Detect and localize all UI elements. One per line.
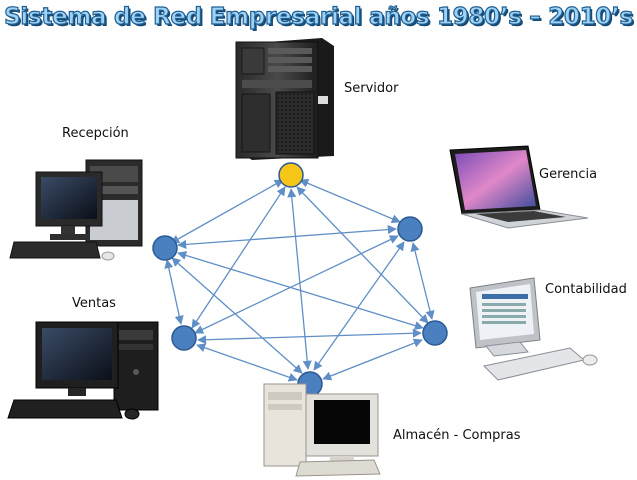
node-left-top <box>152 235 178 261</box>
tower-server-icon <box>235 38 334 160</box>
edge-server-left-bottom <box>191 186 286 329</box>
node-server <box>278 162 304 188</box>
edge-server-left-top <box>170 179 284 244</box>
sales-desktop-icon <box>7 321 159 420</box>
node-right-top <box>397 216 423 242</box>
laptop-icon <box>449 145 589 229</box>
label-sales: Ventas <box>72 296 116 311</box>
edge-left-top-bottom <box>171 257 303 374</box>
network-nodes <box>152 162 448 397</box>
label-warehouse: Almacén - Compras <box>393 428 521 443</box>
edge-right-bottom-bottom <box>322 338 423 381</box>
accounting-desktop-icon <box>469 277 598 381</box>
reception-desktop-icon <box>9 159 143 261</box>
diagram-title: Sistema de Red Empresarial años 1980’s –… <box>4 3 634 30</box>
edge-right-top-bottom <box>313 241 405 371</box>
edge-left-bottom-right-bottom <box>197 328 422 345</box>
label-management: Gerencia <box>539 167 598 182</box>
network-edges <box>164 178 435 382</box>
edge-left-top-right-bottom <box>177 251 424 330</box>
node-left-bottom <box>171 325 197 351</box>
label-accounting: Contabilidad <box>545 282 627 297</box>
edge-server-right-top <box>299 178 401 224</box>
edge-left-top-left-bottom <box>164 259 184 325</box>
edge-left-top-right-top <box>177 225 397 249</box>
warehouse-desktop-icon <box>263 383 381 477</box>
label-reception: Recepción <box>62 126 129 141</box>
label-server: Servidor <box>344 81 399 96</box>
edge-left-bottom-bottom <box>196 343 298 382</box>
edge-server-right-bottom <box>296 186 429 324</box>
node-right-bottom <box>422 320 448 346</box>
edge-server-bottom <box>287 188 312 370</box>
edge-right-top-right-bottom <box>410 242 435 320</box>
